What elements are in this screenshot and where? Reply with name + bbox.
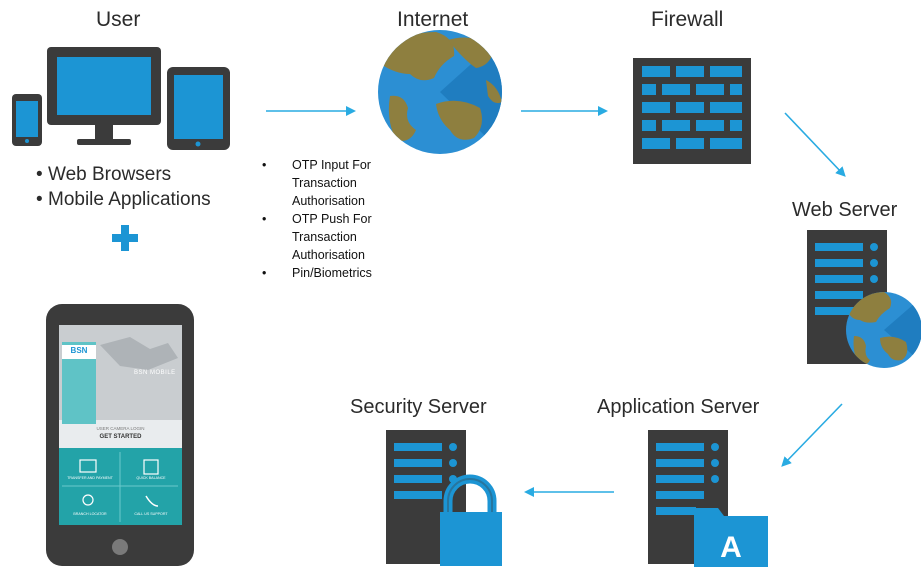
firewall-label: Firewall [651,8,724,31]
app-hero-text: BSN MOBILE [134,370,176,376]
app-tile-branch[interactable]: BRANCH LOCATOR [73,512,107,516]
flow-arrows [266,106,846,497]
list-item: OTP Input For Transaction Authorisation [262,156,397,210]
app-brand-logo: BSN [70,346,88,355]
application-server-label: Application Server [597,396,760,418]
user-devices-icon [12,47,230,150]
app-cta-caption: USER CAMERA LOGIN [96,426,145,431]
security-server-icon [386,430,502,566]
otp-feature-list: OTP Input For Transaction Authorisation … [262,156,397,282]
app-tile-balance[interactable]: QUICK BALANCE [136,476,166,480]
application-badge-letter: A [720,531,742,564]
list-item: Mobile Applications [36,187,211,212]
globe-icon [378,30,502,154]
app-tile-transfer[interactable]: TRANSFER AND PAYMENT [67,476,113,480]
get-started-button[interactable]: GET STARTED [99,434,142,440]
firewall-icon [633,58,751,164]
arrow-webserver-to-appserver [781,403,843,467]
web-server-icon [807,230,921,368]
user-label: User [96,8,141,31]
application-server-icon: A [648,430,768,567]
internet-label: Internet [397,8,469,31]
app-tile-support[interactable]: CALL US SUPPORT [134,512,168,516]
mobile-app-phone [46,304,194,566]
list-item: Web Browsers [36,162,211,187]
web-server-label: Web Server [792,199,898,221]
plus-icon [112,225,138,251]
arrow-firewall-to-webserver [784,112,846,177]
list-item: Pin/Biometrics [262,264,397,282]
security-server-label: Security Server [350,396,487,418]
list-item: OTP Push For Transaction Authorisation [262,210,397,264]
user-channel-list: Web Browsers Mobile Applications [36,162,211,212]
